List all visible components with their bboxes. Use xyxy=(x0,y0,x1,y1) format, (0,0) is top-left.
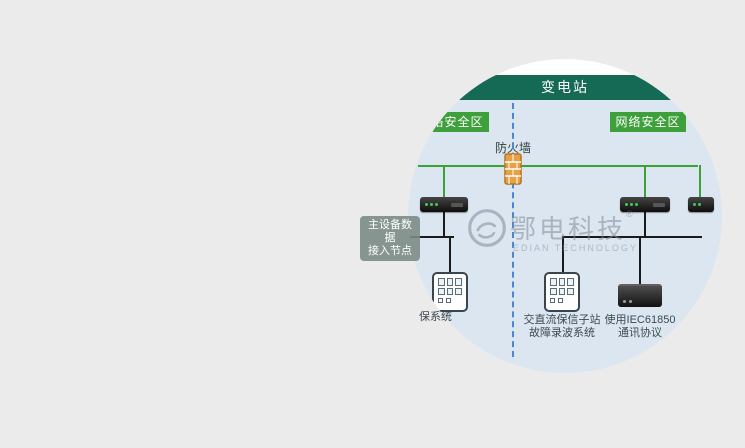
zone-label-left: 网络安全区 xyxy=(413,112,489,132)
circle-top-area xyxy=(408,59,722,75)
fault-recorder-device xyxy=(618,284,662,307)
connector-line xyxy=(639,236,641,284)
zone-label-right-text: 网络安全区 xyxy=(615,115,681,129)
node-badge-line2: 接入节点 xyxy=(368,245,412,257)
switch-slot xyxy=(451,202,463,207)
system-label-middle-line2: 故障录波系统 xyxy=(529,327,595,339)
system-label-middle-line1: 交直流保信子站 xyxy=(523,314,601,326)
device-front-grid xyxy=(438,278,462,295)
diagram-circle: 变电站 网络安全区 网络安全区 防火墙 xyxy=(408,59,722,373)
node-badge: 主设备数据 接入节点 xyxy=(360,216,420,261)
device-front-grid xyxy=(550,278,574,295)
substation-banner-title: 变电站 xyxy=(541,79,589,95)
edge-device-partial xyxy=(688,197,714,212)
system-label-right-line2: 通讯协议 xyxy=(618,327,662,339)
switch-device-left xyxy=(420,197,468,212)
protection-device-left xyxy=(432,272,468,312)
substation-banner: 变电站 xyxy=(408,75,722,100)
security-divider-dashed-line xyxy=(512,103,514,357)
connector-line xyxy=(443,212,445,238)
watermark-en-text: EDIAN TECHNOLOGY xyxy=(513,243,638,253)
connector-line xyxy=(443,165,445,197)
connector-line xyxy=(562,236,564,272)
node-badge-line1: 主设备数据 xyxy=(368,219,412,244)
device-buttons xyxy=(438,298,462,303)
device-bus-left xyxy=(410,236,454,238)
connector-line xyxy=(644,212,646,238)
switch-slot xyxy=(653,202,665,207)
zone-label-left-text: 网络安全区 xyxy=(418,115,484,129)
connector-line xyxy=(644,165,646,197)
protection-device-middle xyxy=(544,272,580,312)
device-bus-right xyxy=(562,236,702,238)
watermark-logo-icon xyxy=(468,209,506,247)
system-label-middle: 交直流保信子站 故障录波系统 xyxy=(512,314,612,340)
switch-device-right xyxy=(620,197,670,212)
connector-line xyxy=(699,165,701,197)
connector-line xyxy=(449,236,451,272)
system-label-right: 使用IEC61850 通讯协议 xyxy=(592,314,688,340)
watermark-cn-text: 鄂电科技 xyxy=(510,214,627,244)
zone-label-right: 网络安全区 xyxy=(610,112,686,132)
system-label-left: 保系统 xyxy=(419,311,452,323)
network-bus-green xyxy=(418,165,698,167)
system-label-right-line1: 使用IEC61850 xyxy=(604,314,676,326)
firewall-icon xyxy=(504,153,522,185)
device-buttons xyxy=(550,298,574,303)
